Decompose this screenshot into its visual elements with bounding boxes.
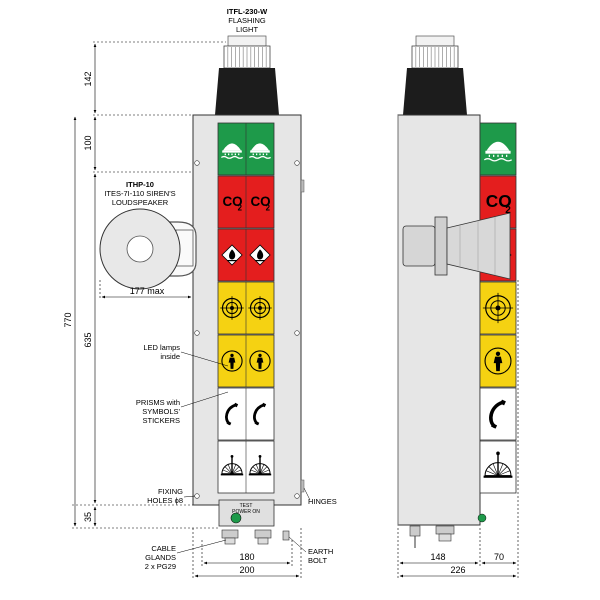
cable-gland bbox=[254, 529, 272, 545]
person-icon bbox=[249, 350, 271, 372]
co2-glyph: CO bbox=[222, 194, 242, 209]
housing-side bbox=[397, 114, 481, 526]
led-label: LED lamps bbox=[143, 343, 180, 352]
dim-200: 200 bbox=[239, 565, 254, 575]
dim-180: 180 bbox=[239, 552, 254, 562]
prisms-label-2: SYMBOLS' bbox=[142, 407, 180, 416]
fixing-hole bbox=[194, 330, 200, 336]
earth-bolt bbox=[282, 530, 290, 541]
alarm-icon bbox=[483, 451, 513, 478]
side-view: CO2 bbox=[397, 35, 517, 548]
dim-770: 770 bbox=[63, 312, 73, 327]
symbol-panel-fire bbox=[217, 228, 275, 282]
fixing-hole bbox=[194, 493, 200, 499]
fire-icon bbox=[249, 244, 271, 266]
dim-226: 226 bbox=[450, 565, 465, 575]
side-panel-shower bbox=[479, 122, 517, 176]
symbol-panel-alarm bbox=[217, 440, 275, 494]
co2-subscript: 2 bbox=[238, 203, 243, 212]
dim-148: 148 bbox=[430, 552, 445, 562]
target-icon bbox=[220, 296, 244, 320]
alarm-icon bbox=[248, 454, 272, 476]
person-icon bbox=[484, 347, 512, 375]
co2-glyph: CO bbox=[486, 191, 512, 211]
cable-glands-label-2: GLANDS bbox=[145, 553, 176, 562]
control-strip: TEST POWER ON bbox=[218, 499, 275, 527]
co2-icon: CO2 bbox=[250, 194, 270, 212]
flashing-light-label-2: LIGHT bbox=[236, 25, 259, 34]
symbol-panel-shower bbox=[217, 122, 275, 176]
target-icon bbox=[248, 296, 272, 320]
dim-35: 35 bbox=[83, 512, 93, 522]
side-panel-phone bbox=[479, 387, 517, 441]
co2-subscript: 2 bbox=[266, 203, 271, 212]
flashing-light-front bbox=[215, 35, 279, 115]
shower-icon bbox=[221, 143, 243, 159]
dim-142: 142 bbox=[83, 71, 93, 86]
earth-bolt-label: EARTH bbox=[308, 547, 333, 556]
fixing-hole bbox=[294, 330, 300, 336]
symbol-panel-person bbox=[217, 334, 275, 388]
led-label-2: inside bbox=[160, 352, 180, 361]
siren-label: ITES-7I-110 SIREN'S bbox=[104, 189, 175, 198]
shower-icon bbox=[483, 141, 513, 162]
power-on-label: POWER ON bbox=[232, 509, 260, 515]
cable-gland bbox=[221, 529, 239, 545]
side-panel-person bbox=[479, 334, 517, 388]
siren-model: ITHP-10 bbox=[126, 180, 154, 189]
co2-subscript: 2 bbox=[505, 205, 511, 216]
side-panel-alarm bbox=[479, 440, 517, 494]
fixing-hole bbox=[294, 160, 300, 166]
fixing-hole bbox=[194, 160, 200, 166]
flashing-light-side bbox=[403, 35, 467, 115]
cable-glands-label: CABLE bbox=[151, 544, 176, 553]
symbol-panels-side: CO2 bbox=[479, 122, 517, 494]
fixing-holes-label: FIXING bbox=[158, 487, 183, 496]
dim-177-max: 177 max bbox=[130, 286, 165, 296]
shower-icon bbox=[249, 143, 271, 159]
prisms-label: PRISMS with bbox=[136, 398, 180, 407]
side-panel-target bbox=[479, 281, 517, 335]
cable-glands-label-3: 2 x PG29 bbox=[145, 562, 176, 571]
person-icon bbox=[221, 350, 243, 372]
dim-70: 70 bbox=[494, 552, 504, 562]
test-label: TEST bbox=[240, 503, 253, 509]
symbol-panel-phone bbox=[217, 387, 275, 441]
test-button bbox=[230, 512, 242, 524]
earth-bolt-label-2: BOLT bbox=[308, 556, 327, 565]
fixing-holes-label-2: HOLES ϕ8 bbox=[147, 496, 183, 505]
siren-horn-side bbox=[402, 212, 511, 280]
co2-icon: CO2 bbox=[486, 191, 512, 216]
callouts: ITFL-230-W FLASHING LIGHT ITHP-10 ITES-7… bbox=[104, 7, 336, 571]
phone-icon bbox=[489, 399, 506, 429]
siren-label-2: LOUDSPEAKER bbox=[112, 198, 169, 207]
hinges-label: HINGES bbox=[308, 497, 337, 506]
prisms-label-3: STICKERS bbox=[142, 416, 180, 425]
fixing-hole bbox=[294, 493, 300, 499]
alarm-icon bbox=[220, 454, 244, 476]
co2-icon: CO2 bbox=[222, 194, 242, 212]
target-icon bbox=[482, 292, 514, 324]
dim-100: 100 bbox=[83, 135, 93, 150]
co2-glyph: CO bbox=[250, 194, 270, 209]
side-indicator-light bbox=[477, 513, 487, 523]
symbol-panel-target bbox=[217, 281, 275, 335]
fire-icon bbox=[221, 244, 243, 266]
flashing-light-label: FLASHING bbox=[228, 16, 266, 25]
phone-icon bbox=[225, 402, 239, 426]
cable-gland bbox=[409, 525, 421, 548]
dim-635: 635 bbox=[83, 332, 93, 347]
siren-loudspeaker bbox=[99, 208, 197, 290]
phone-icon bbox=[253, 402, 267, 426]
dimension-lines bbox=[72, 41, 519, 580]
cable-gland bbox=[435, 525, 455, 542]
flashing-light-model: ITFL-230-W bbox=[227, 7, 268, 16]
